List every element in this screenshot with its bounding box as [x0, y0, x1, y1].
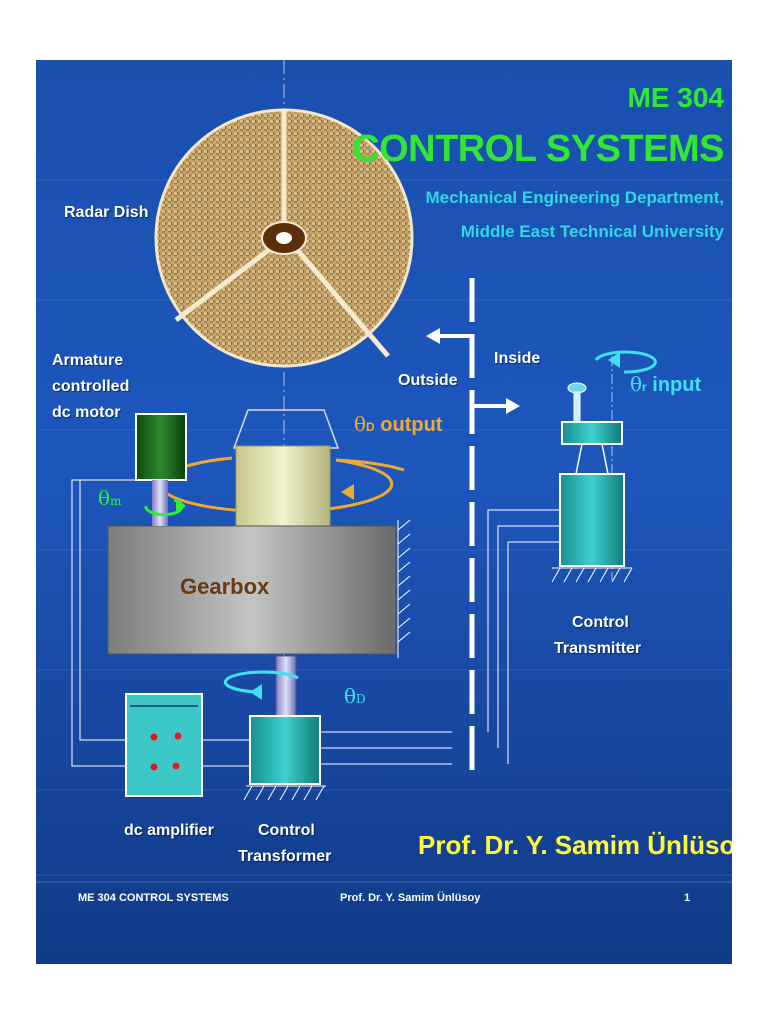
transmitter-ground	[551, 567, 633, 583]
outside-arrow	[426, 328, 472, 344]
hub-cylinder	[235, 445, 331, 527]
department-line-2: Middle East Technical University	[460, 222, 724, 241]
input-theta-symbol: θ	[630, 372, 643, 396]
control-transmitter-label-1: Control	[572, 614, 629, 631]
radar-control-diagram	[36, 60, 732, 883]
gearbox-ground	[397, 519, 411, 658]
motor-label-1: Armature	[52, 352, 124, 369]
page-title: CONTROL SYSTEMS	[352, 128, 724, 170]
input-word: input	[652, 374, 702, 396]
motor-shaft	[152, 480, 168, 526]
transformer-ground	[243, 785, 326, 801]
motor-label-3: dc motor	[52, 404, 121, 421]
output-theta-sub: D	[366, 420, 375, 434]
input-label: θr input	[630, 372, 701, 397]
footer-course: ME 304 CONTROL SYSTEMS	[78, 892, 229, 904]
motor-theta-label: θm	[98, 486, 121, 510]
control-transformer-label-1: Control	[258, 822, 315, 839]
input-rotation-arrow	[594, 350, 657, 374]
slide: ME 304 CONTROL SYSTEMS Mechanical Engine…	[36, 60, 732, 964]
author-name: Prof. Dr. Y. Samim Ünlüsoy	[418, 830, 732, 860]
department-line-1: Mechanical Engineering Department,	[425, 188, 724, 207]
transformer-shaft	[275, 655, 297, 717]
output-word: output	[380, 414, 443, 436]
output-label: θD output	[354, 412, 442, 437]
wiring	[71, 479, 560, 767]
transmitter-plate	[561, 421, 623, 445]
dc-motor	[135, 413, 187, 481]
control-transmitter	[559, 473, 625, 567]
outside-label: Outside	[398, 372, 458, 389]
inside-arrow	[472, 398, 520, 414]
dc-amplifier-label: dc amplifier	[124, 822, 214, 839]
footer-author: Prof. Dr. Y. Samim Ünlüsoy	[340, 892, 481, 904]
page-number: 1	[684, 892, 691, 904]
transformer-rotation-arrow	[223, 670, 299, 694]
motor-theta-sub: m	[110, 494, 122, 508]
input-theta-sub: r	[642, 380, 647, 394]
transformer-theta-symbol: θ	[344, 684, 357, 708]
inside-label: Inside	[494, 350, 541, 367]
control-transmitter-label-2: Transmitter	[554, 640, 642, 657]
output-theta-symbol: θ	[354, 412, 367, 436]
gearbox-label: Gearbox	[180, 574, 270, 599]
control-transformer-label-2: Transformer	[238, 848, 332, 865]
radar-dish-label: Radar Dish	[64, 204, 149, 221]
dish-support	[232, 409, 340, 449]
dc-amplifier	[125, 693, 203, 797]
motor-label-2: controlled	[52, 378, 130, 395]
transformer-theta-sub: D	[356, 692, 366, 706]
transformer-theta-label: θD	[344, 684, 366, 708]
gearbox	[107, 525, 397, 655]
radar-dish	[154, 108, 414, 368]
course-code: ME 304	[627, 82, 725, 113]
motor-theta-symbol: θ	[98, 486, 111, 510]
control-transformer	[249, 715, 321, 785]
